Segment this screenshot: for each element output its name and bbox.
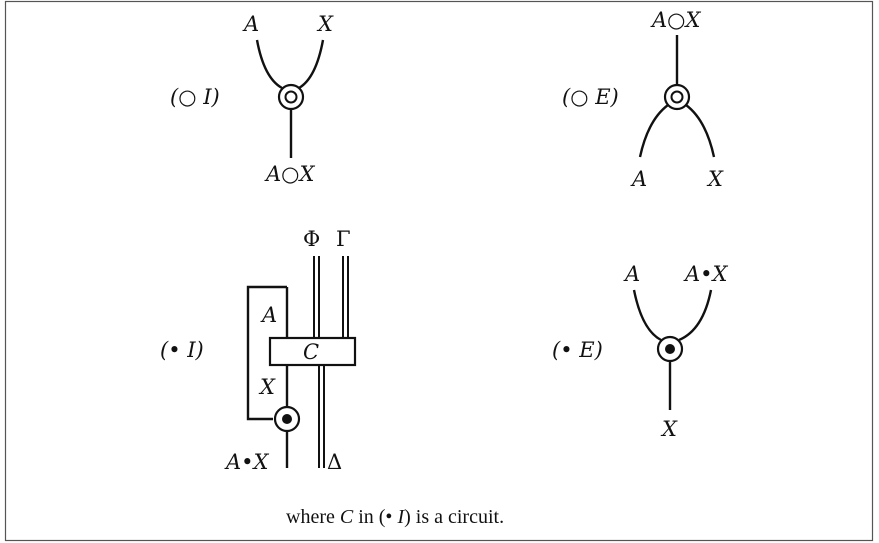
circ-elim-wire-a: [638, 104, 669, 158]
circ-elim-node-core-icon: [670, 90, 684, 104]
circ-intro-input-x: X: [316, 12, 334, 36]
caption-pre: where: [286, 506, 340, 528]
rule-bullet-elim-name: (• E): [552, 338, 603, 362]
circ-intro-input-a: A: [242, 12, 259, 36]
rule-circ-elim: (○ E) A○X A X: [562, 8, 724, 191]
bullet-elim-input-a: A: [623, 262, 640, 286]
bullet-intro-side-output: Δ: [327, 450, 342, 474]
bullet-elim-output: X: [660, 417, 678, 441]
bullet-intro-loop-wire: [246, 285, 287, 421]
bullet-elim-input-ax: A•X: [683, 262, 729, 286]
circ-elim-wire-x: [685, 104, 716, 158]
diagram-border: [4, 0, 874, 542]
rule-circ-intro-name: (○ I): [170, 85, 220, 109]
caption-mid: in (: [353, 506, 386, 528]
rule-bullet-elim: (• E) A A•X X: [552, 262, 729, 441]
caption-c: C: [340, 506, 354, 528]
circ-intro-wire-x: [298, 39, 325, 90]
caption: where C in (• I) is a circuit.: [286, 506, 504, 528]
caption-i: I: [396, 506, 405, 528]
circ-intro-node-core-icon: [284, 90, 298, 104]
rule-circ-intro: (○ I) A X A○X: [170, 12, 334, 186]
bullet-intro-input-gamma: Γ: [336, 227, 351, 251]
bullet-intro-input-phi: Φ: [303, 227, 320, 251]
bullet-elim-wire-a: [632, 289, 662, 342]
circ-elim-output-x: X: [706, 167, 724, 191]
circuit-box: [268, 336, 357, 367]
bullet-intro-output: A•X: [224, 450, 270, 474]
bullet-elim-node-core-icon: [665, 344, 675, 354]
circ-elim-output-a: A: [630, 167, 647, 191]
bullet-elim-wire-ax: [678, 289, 713, 342]
rule-bullet-intro: (• I) Φ Γ A C X A•X Δ: [160, 227, 357, 474]
bullet-intro-wire-label-a: A: [260, 303, 277, 327]
bullet-intro-node-core-icon: [282, 414, 292, 424]
circ-intro-output: A○X: [264, 162, 315, 186]
rule-bullet-intro-name: (• I): [160, 338, 204, 362]
circ-intro-wire-a: [255, 39, 283, 90]
circ-elim-input: A○X: [650, 8, 701, 32]
bullet-intro-wire-label-x: X: [258, 375, 276, 399]
rule-circ-elim-name: (○ E): [562, 85, 619, 109]
circuit-box-label: C: [303, 340, 319, 364]
caption-post: ) is a circuit.: [404, 506, 504, 528]
caption-bullet: •: [385, 506, 392, 528]
